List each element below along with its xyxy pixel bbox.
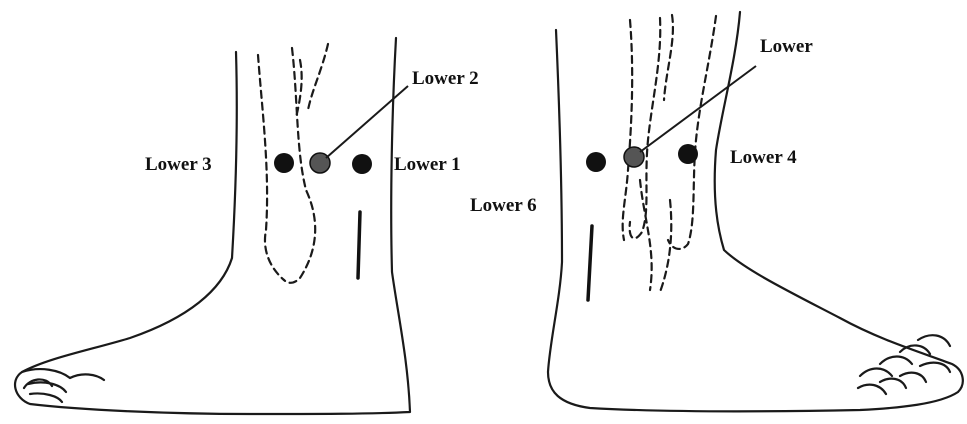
label-lower-3: Lower 3 xyxy=(145,154,212,175)
label-lower-5: Lower xyxy=(760,36,813,57)
right-tendon-6 xyxy=(660,200,671,292)
left-foot-toes xyxy=(22,369,104,402)
right-tendon-2 xyxy=(630,18,661,238)
lower-1-point xyxy=(352,154,372,174)
left-tendon-4 xyxy=(296,60,302,118)
left-tendon-3 xyxy=(308,44,328,110)
left-bone-mark xyxy=(358,212,360,278)
right-tendon-3 xyxy=(664,15,673,100)
lower-5-point xyxy=(624,147,644,167)
right-foot xyxy=(548,12,963,411)
left-foot-outline xyxy=(15,38,410,414)
label-lower-2: Lower 2 xyxy=(412,68,479,89)
lower-2-leader xyxy=(326,86,408,158)
label-lower-1: Lower 1 xyxy=(394,154,461,175)
right-foot-toes xyxy=(858,335,950,394)
label-lower-6: Lower 6 xyxy=(470,195,537,216)
label-lower-4: Lower 4 xyxy=(730,147,797,168)
lower-6-point xyxy=(586,152,606,172)
right-tendon-4 xyxy=(668,16,716,249)
left-foot xyxy=(15,38,410,414)
right-bone-mark xyxy=(588,226,592,300)
right-tendon-1 xyxy=(623,20,633,240)
lower-3-point xyxy=(274,153,294,173)
lower-4-point xyxy=(678,144,698,164)
